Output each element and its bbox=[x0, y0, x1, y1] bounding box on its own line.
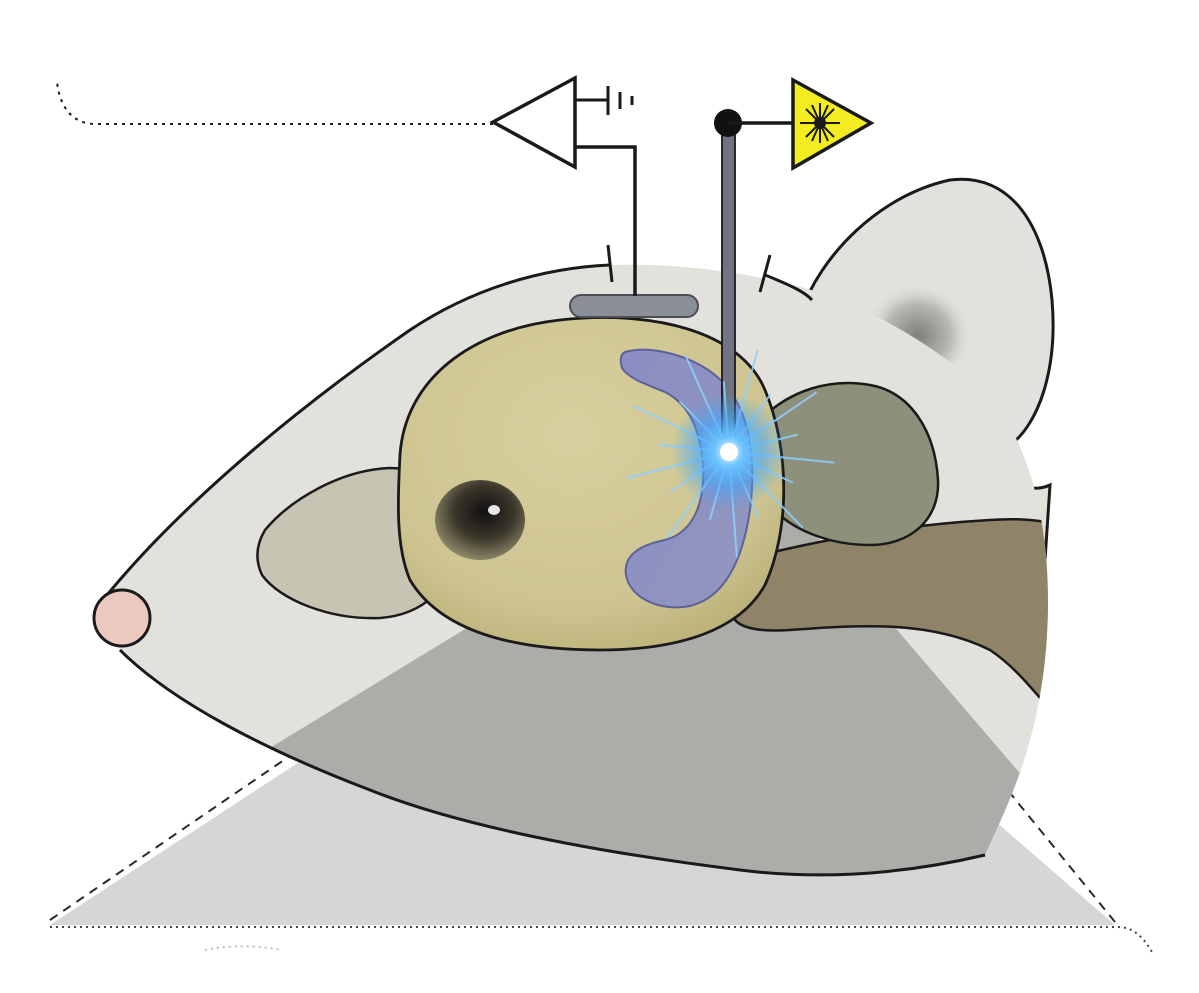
signal-output-dotted bbox=[56, 81, 493, 125]
laser-warning-icon bbox=[791, 77, 875, 172]
skull-mark-left bbox=[606, 244, 614, 283]
mouse-head-outline bbox=[118, 648, 986, 877]
amplifier-triangle-icon bbox=[489, 75, 607, 170]
floor-edge-dotted bbox=[50, 926, 1153, 953]
eye bbox=[435, 480, 525, 560]
eeg-electrode-plate bbox=[569, 294, 699, 318]
eye-highlight bbox=[488, 505, 500, 515]
ground-symbol-icon bbox=[606, 86, 634, 115]
light-burst-icon bbox=[626, 349, 835, 558]
floor-fade-dotted bbox=[204, 945, 283, 951]
electrode-wire bbox=[575, 145, 637, 296]
mouse-head-top-outline bbox=[93, 263, 611, 611]
nose bbox=[92, 588, 152, 648]
skull-mark-right bbox=[758, 254, 772, 293]
mouse-neck-outline bbox=[764, 273, 814, 302]
